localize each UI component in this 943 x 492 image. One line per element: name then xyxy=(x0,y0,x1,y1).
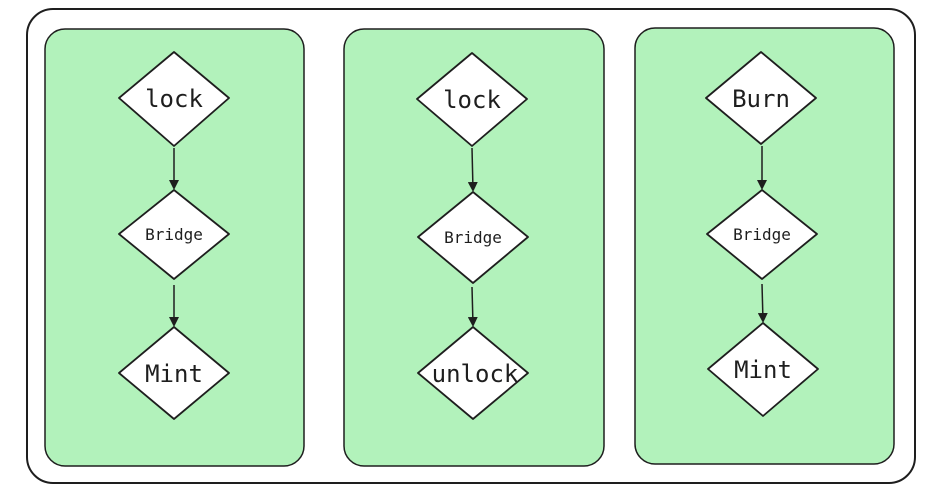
flow-node-burn: Burn xyxy=(705,51,817,145)
node-diamond xyxy=(706,189,818,280)
node-diamond xyxy=(118,189,230,280)
node-diamond xyxy=(707,322,819,417)
flow-node-unlock: unlock xyxy=(417,326,529,420)
node-label: lock xyxy=(145,85,203,113)
node-diamond xyxy=(417,191,529,284)
flow-node-bridge: Bridge xyxy=(706,189,818,280)
flow-node-lock: lock xyxy=(416,52,528,147)
flow-node-mint: Mint xyxy=(118,326,230,420)
node-diamond xyxy=(705,51,817,145)
flow-arrow xyxy=(757,283,768,323)
flow-node-lock: lock xyxy=(118,51,230,147)
flow-arrow xyxy=(467,286,478,327)
flow-panel-1: lock Bridge Mint xyxy=(44,28,305,467)
flow-node-mint: Mint xyxy=(707,322,819,417)
node-label: Bridge xyxy=(733,225,791,244)
node-label: Bridge xyxy=(444,228,502,247)
node-diamond xyxy=(416,52,528,147)
node-diamond xyxy=(118,326,230,420)
node-label: unlock xyxy=(432,360,519,388)
node-label: lock xyxy=(443,86,501,114)
flow-panel-3: Burn Bridge Mint xyxy=(634,27,895,465)
node-label: Burn xyxy=(732,85,790,113)
flow-arrow xyxy=(467,147,478,192)
node-label: Mint xyxy=(145,360,203,388)
node-diamond xyxy=(417,326,529,420)
node-diamond xyxy=(118,51,230,147)
flow-node-bridge: Bridge xyxy=(417,191,529,284)
flow-node-bridge: Bridge xyxy=(118,189,230,280)
node-label: Bridge xyxy=(145,225,203,244)
node-label: Mint xyxy=(734,356,792,384)
flow-panel-2: lock Bridge unlock xyxy=(343,28,605,467)
